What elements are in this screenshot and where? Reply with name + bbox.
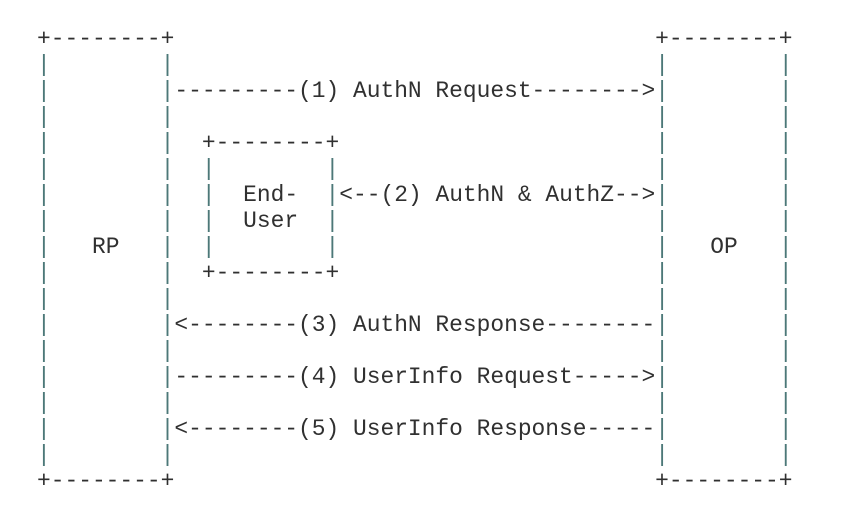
openid-connect-flow-ascii-diagram: +--------+ +--------+ | | | | | |-------… — [37, 26, 793, 494]
